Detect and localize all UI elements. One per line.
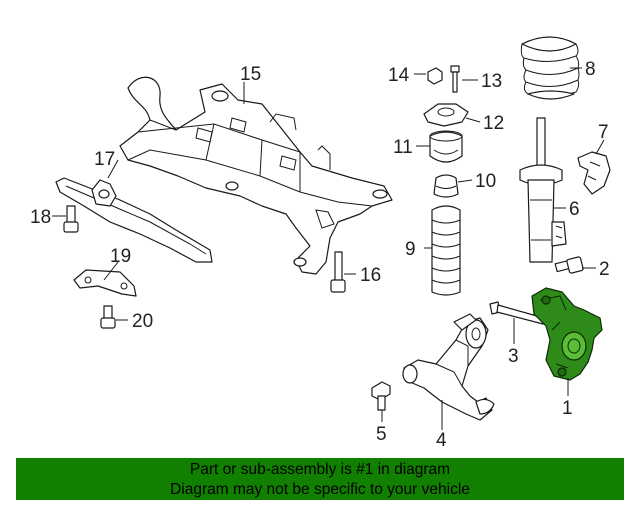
- callout-8: 8: [585, 59, 596, 80]
- part-13-bolt[interactable]: [450, 65, 460, 93]
- callout-9: 9: [405, 239, 416, 260]
- callout-14: 14: [388, 65, 410, 86]
- leader-lines: [52, 67, 605, 430]
- part-6-strut[interactable]: [519, 117, 567, 263]
- highlight-notice-banner: Part or sub-assembly is #1 in diagram Di…: [16, 458, 624, 500]
- callout-6: 6: [569, 199, 580, 220]
- callout-labels: 15 17 18 19 20 16 14 13 12 11 10 9 8 7 6…: [30, 59, 610, 451]
- part-5-bolt[interactable]: [371, 381, 391, 411]
- callout-5: 5: [376, 424, 387, 445]
- callout-12: 12: [483, 113, 504, 134]
- part-2-bolt[interactable]: [554, 256, 584, 274]
- part-4-control-arm[interactable]: [402, 313, 495, 421]
- callout-16: 16: [360, 265, 381, 286]
- part-11-bearing[interactable]: [429, 130, 463, 163]
- notice-line-1: Part or sub-assembly is #1 in diagram: [189, 461, 451, 478]
- part-19-bracket[interactable]: [73, 269, 137, 297]
- part-8-coil-spring[interactable]: [520, 36, 580, 100]
- part-20-bolt[interactable]: [100, 305, 116, 329]
- notice-line-2: Diagram may not be specific to your vehi…: [170, 481, 470, 498]
- exploded-diagram: 15 17 18 19 20 16 14 13 12 11 10 9 8 7 6…: [30, 36, 611, 451]
- callout-7: 7: [598, 122, 609, 143]
- part-9-dust-boot[interactable]: [431, 205, 461, 296]
- part-1-steering-knuckle[interactable]: [531, 287, 603, 381]
- callout-4: 4: [436, 430, 447, 451]
- part-10-bump-stop[interactable]: [433, 174, 459, 198]
- part-18-bolt[interactable]: [63, 205, 79, 233]
- callout-3: 3: [508, 346, 519, 367]
- callout-13: 13: [481, 71, 502, 92]
- part-12-top-mount[interactable]: [423, 103, 469, 127]
- callout-17: 17: [94, 149, 115, 170]
- callout-11: 11: [393, 137, 413, 158]
- part-14-nut[interactable]: [427, 67, 443, 85]
- callout-1: 1: [562, 398, 573, 419]
- callout-15: 15: [240, 64, 261, 85]
- part-17-reinforcement-bar[interactable]: [55, 177, 213, 263]
- callout-18: 18: [30, 207, 51, 228]
- callout-10: 10: [475, 171, 496, 192]
- part-3-bolt[interactable]: [489, 301, 545, 325]
- callout-2: 2: [599, 259, 610, 280]
- callout-20: 20: [132, 311, 153, 332]
- part-15-subframe[interactable]: [119, 76, 393, 275]
- callout-19: 19: [110, 246, 131, 267]
- part-7-bracket[interactable]: [577, 151, 611, 195]
- part-16-bolt[interactable]: [330, 251, 346, 293]
